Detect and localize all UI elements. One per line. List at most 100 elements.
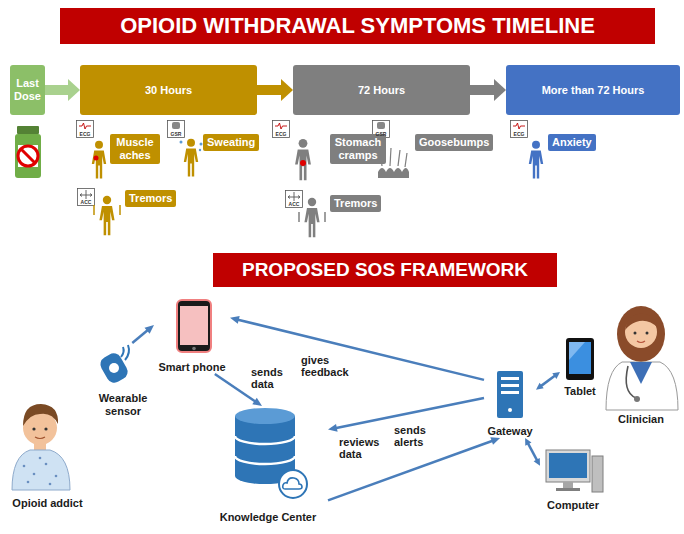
box-text: Tremors — [334, 197, 377, 209]
timeline-phase-box: More than 72 Hours — [506, 65, 680, 115]
arrow-connector — [525, 438, 540, 466]
timeline-phase-box: 30 Hours — [80, 65, 257, 115]
sensor-tag: ACC — [286, 201, 302, 207]
pain-spot — [94, 156, 99, 161]
arrowhead — [230, 316, 240, 324]
node-label: Smart phone — [158, 361, 225, 374]
node-label: Computer — [547, 499, 599, 512]
acc-glyphs — [80, 190, 300, 201]
node-label: Clinician — [618, 413, 664, 426]
arrowhead — [68, 79, 80, 101]
smartphone-node: Smart phone — [154, 298, 230, 374]
patient-figure — [12, 404, 70, 490]
computer-icon — [546, 450, 603, 492]
computer-node: Computer — [540, 446, 606, 512]
arrow-connector — [257, 79, 293, 101]
timeline-phase-box: 72 Hours — [293, 65, 470, 115]
clinician-figure — [606, 306, 678, 410]
arrow-connector — [132, 325, 154, 343]
node-label: Opioid addict — [12, 497, 82, 510]
smartphone-icon — [177, 300, 211, 352]
title-banner: OPIOID WITHDRAWAL SYMPTOMS TIMELINE — [60, 8, 655, 44]
arrowhead — [525, 438, 531, 446]
title-text: OPIOID WITHDRAWAL SYMPTOMS TIMELINE — [120, 13, 595, 39]
symptom-box: Tremors — [330, 195, 381, 212]
wearable-sensor-node: Wearable sensor — [94, 343, 152, 418]
sensor-tag: ECG — [273, 131, 289, 137]
box-text: Tremors — [129, 192, 172, 204]
symptom-box: Goosebumps — [415, 134, 493, 151]
section-banner: PROPOSED SOS FRAMEWORK — [213, 253, 557, 287]
sensor-tag: GSR — [168, 131, 184, 137]
no-pills-icon — [15, 126, 41, 178]
edge-label: sends data — [250, 366, 290, 390]
edge-label: gives feedback — [300, 354, 356, 378]
gsr-glyphs — [172, 122, 385, 129]
arrowhead — [536, 383, 544, 390]
connector-line — [257, 85, 283, 95]
wearable-sensor-icon — [97, 345, 130, 386]
cramp-spot — [300, 160, 306, 166]
arrowhead — [490, 437, 500, 445]
ecg-glyphs — [79, 123, 525, 129]
arrowhead — [252, 398, 262, 406]
connector-line — [132, 330, 148, 343]
symptom-box: Anxiety — [548, 134, 596, 151]
stomach-cramp-figure — [295, 139, 311, 180]
arrowhead — [281, 79, 293, 101]
muscle-ache-figure — [92, 141, 106, 179]
arrow-connector — [45, 79, 80, 101]
symptom-box: Tremors — [125, 190, 176, 207]
connector-line — [528, 443, 538, 461]
arrow-connector — [470, 79, 506, 101]
sensor-tag: ECG — [511, 131, 527, 137]
box-text: Anxiety — [552, 136, 592, 148]
arrowhead — [534, 458, 540, 466]
box-text: Goosebumps — [419, 136, 489, 148]
box-text: Last Dose — [12, 77, 43, 103]
tablet-node: Tablet — [560, 336, 600, 398]
box-text: Sweating — [207, 136, 255, 148]
arrowhead — [494, 79, 506, 101]
box-text: 72 Hours — [358, 84, 405, 97]
database-icon — [235, 408, 307, 498]
box-text: Stomach cramps — [335, 136, 381, 161]
arrow-connector — [536, 372, 560, 390]
node-label: Gateway — [487, 425, 532, 438]
timeline-start-box: Last Dose — [10, 65, 45, 115]
database-node: Knowledge Center — [208, 406, 328, 524]
tremor-lines — [299, 212, 325, 222]
connector-line — [470, 85, 496, 95]
sweating-figure — [184, 139, 198, 177]
connector-line — [45, 85, 70, 95]
edge-label: reviews data — [338, 436, 384, 460]
edge-label: sends alerts — [393, 424, 431, 448]
tremor-figure — [304, 198, 319, 237]
tablet-icon — [566, 338, 594, 380]
arrowhead — [145, 325, 154, 334]
symptom-box: Sweating — [203, 134, 259, 151]
gateway-server-icon — [497, 371, 523, 418]
symptom-box: Stomach cramps — [330, 134, 386, 164]
sensor-tag: ACC — [78, 199, 94, 205]
sweat-drops — [180, 141, 203, 152]
box-text: Muscle aches — [116, 136, 153, 161]
arrowhead — [328, 424, 338, 432]
tremor-lines — [94, 205, 120, 215]
patient-node: Opioid addict — [5, 400, 90, 510]
node-label: Tablet — [564, 385, 596, 398]
anxiety-figure — [529, 141, 543, 179]
node-label: Knowledge Center — [220, 511, 317, 524]
sensor-tag: ECG — [77, 131, 93, 137]
connector-line — [541, 375, 556, 386]
arrowhead — [552, 372, 560, 379]
box-text: 30 Hours — [145, 84, 192, 97]
tremor-figure — [99, 196, 114, 235]
box-text: More than 72 Hours — [542, 84, 645, 97]
node-label: Wearable sensor — [94, 392, 152, 418]
symptom-box: Muscle aches — [110, 134, 160, 164]
gateway-node: Gateway — [484, 368, 536, 438]
sensor-tags — [77, 121, 528, 208]
clinician-node: Clinician — [602, 296, 680, 426]
